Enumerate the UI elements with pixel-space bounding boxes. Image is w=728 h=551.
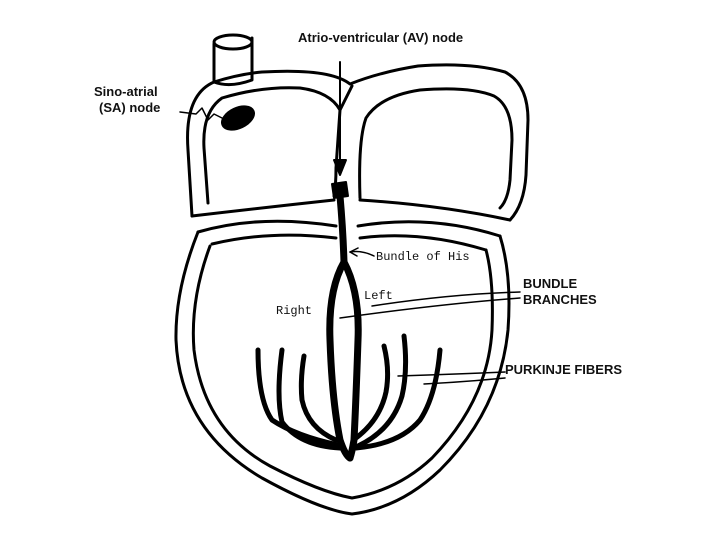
right-branch-label: Right bbox=[276, 304, 313, 318]
ventricles-outline bbox=[174, 219, 511, 516]
left-branch-label: Left bbox=[364, 289, 393, 303]
av-node-arrow bbox=[333, 61, 347, 176]
bundle-branches-leaders bbox=[339, 291, 521, 319]
sa-node-label-line2: (SA) node bbox=[99, 100, 161, 115]
av-node-mark bbox=[331, 181, 349, 199]
sa-node-label-line1: Sino-atrial bbox=[94, 84, 158, 99]
atria-outline bbox=[186, 63, 530, 222]
bundle-of-his-label: Bundle of His bbox=[376, 250, 470, 264]
sa-node-mark bbox=[221, 105, 255, 131]
sa-node-pointer bbox=[179, 107, 223, 121]
purkinje-fibers-leaders bbox=[397, 371, 506, 385]
av-node-label: Atrio-ventricular (AV) node bbox=[298, 30, 464, 45]
bundle-branches-label-line1: BUNDLE bbox=[523, 276, 578, 291]
purkinje-fibers-right-side bbox=[255, 347, 343, 451]
bundle-of-his bbox=[326, 192, 362, 462]
bundle-branches-label-line2: BRANCHES bbox=[523, 292, 597, 307]
purkinje-fibers-left-side bbox=[353, 333, 443, 451]
purkinje-fibers-label: PURKINJE FIBERS bbox=[505, 362, 623, 377]
